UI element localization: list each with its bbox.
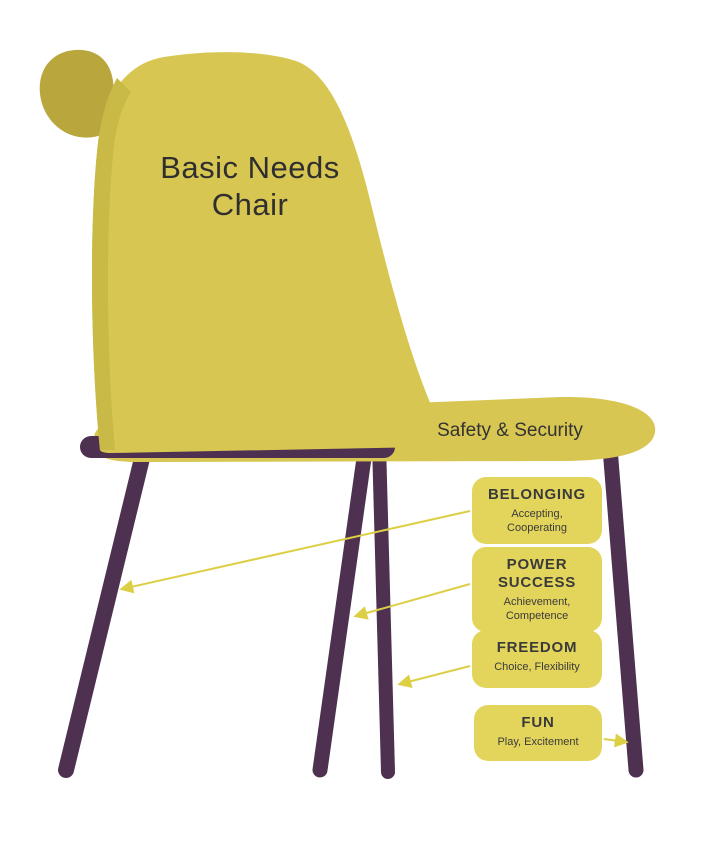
freedom-arrow xyxy=(397,665,471,688)
front-left-leg xyxy=(58,434,154,778)
need-subtitle: Play, Excitement xyxy=(497,736,579,748)
backrest-curl xyxy=(39,49,114,138)
need-title: FUN xyxy=(521,714,555,731)
need-card-freedom: FREEDOM Choice, Flexibility xyxy=(472,630,602,688)
need-card-fun: FUN Play, Excitement xyxy=(474,705,602,761)
need-card-power-success: POWER SUCCESS Achievement, Competence xyxy=(472,547,602,632)
seat-label-safety-security: Safety & Security xyxy=(437,420,583,441)
backrest-edge-shade xyxy=(91,78,131,450)
power-success-arrow xyxy=(353,583,471,620)
label-arrows xyxy=(119,510,629,748)
belonging-arrow xyxy=(119,510,471,594)
need-subtitle: Achievement, Competence xyxy=(503,596,571,623)
need-title: BELONGING xyxy=(487,486,587,503)
diagram-title: Basic Needs Chair xyxy=(160,150,340,222)
need-subtitle: Choice, Flexibility xyxy=(494,661,580,673)
fun-arrow xyxy=(603,733,629,748)
need-title: FREEDOM xyxy=(496,639,578,656)
chair-backrest xyxy=(91,52,439,454)
back-right-leg xyxy=(602,440,644,778)
need-card-belonging: BELONGING Accepting, Cooperating xyxy=(472,477,602,544)
need-subtitle: Accepting, Cooperating xyxy=(507,508,567,535)
back-left-leg xyxy=(312,436,374,778)
need-title: POWER SUCCESS xyxy=(497,556,577,591)
